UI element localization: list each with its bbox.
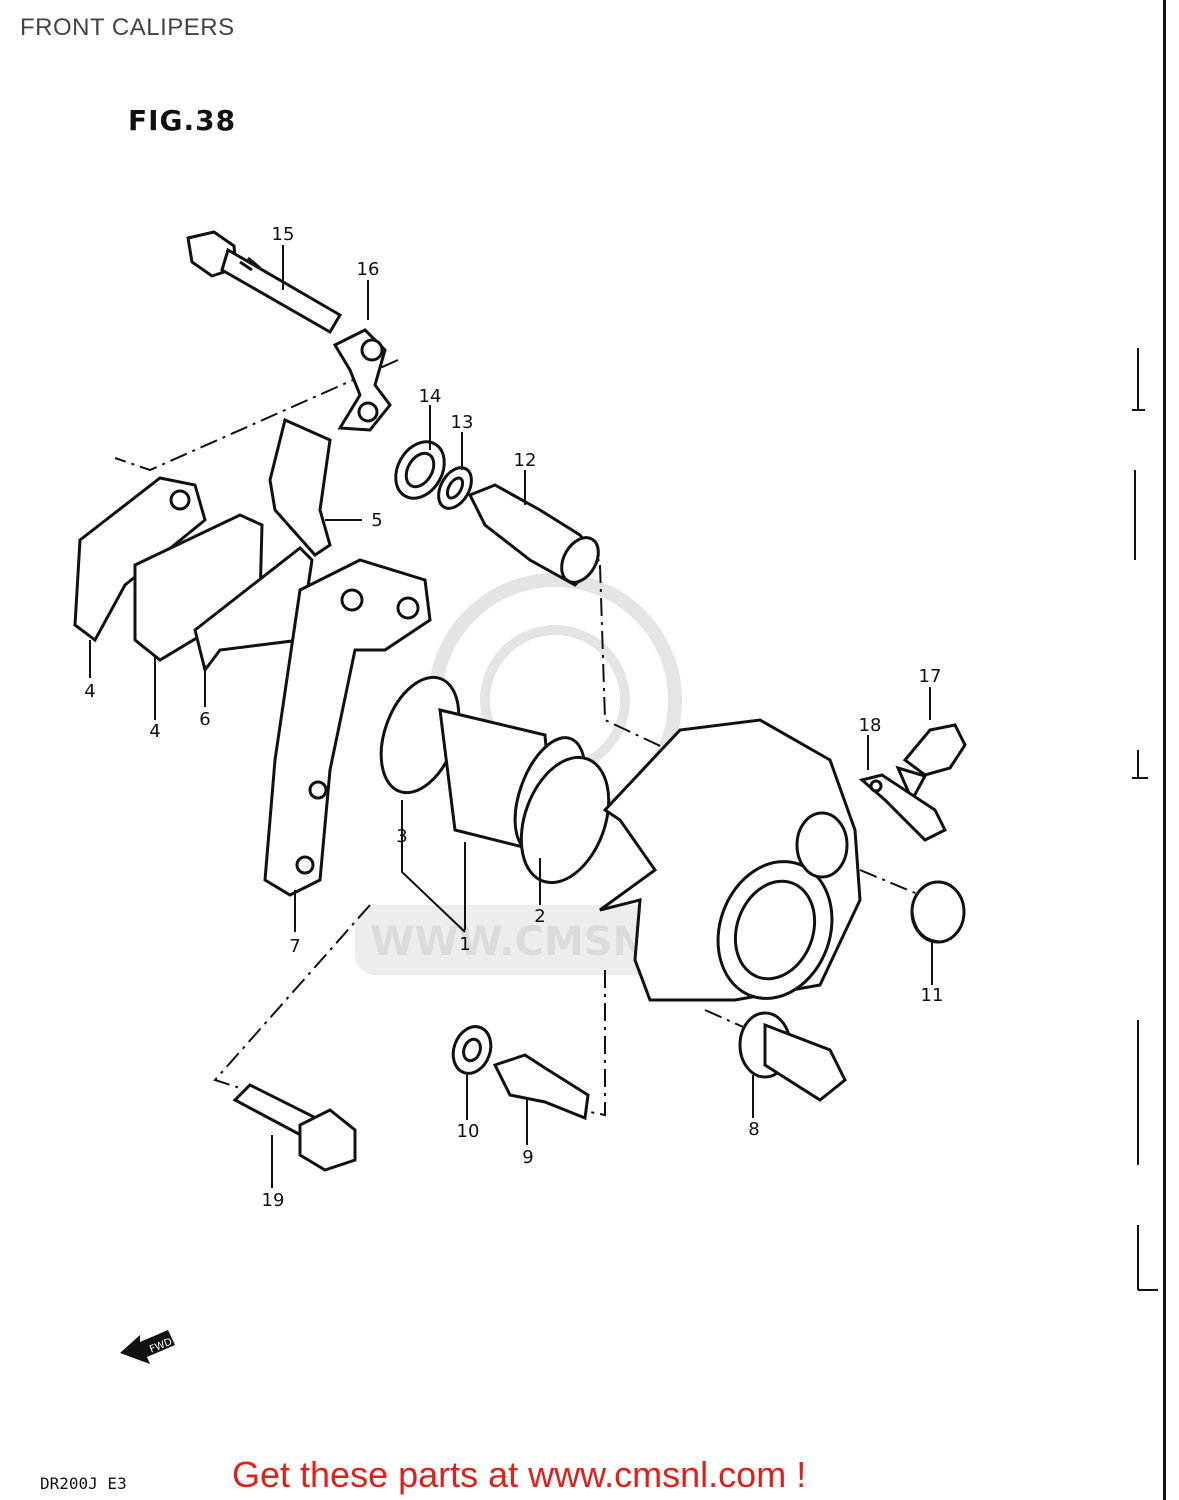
part-19-bolt	[232, 1083, 357, 1172]
callout-6: 6	[199, 709, 210, 730]
part-10-washer	[451, 1025, 493, 1075]
part-15-bolt	[186, 230, 343, 335]
callout-19: 19	[262, 1190, 285, 1211]
part-18-cap	[858, 773, 948, 842]
shop-link[interactable]: Get these parts at www.cmsnl.com !	[232, 1454, 807, 1495]
callout-1: 1	[459, 934, 470, 955]
callout-15: 15	[272, 224, 295, 245]
callout-11: 11	[921, 985, 944, 1006]
part-2-seal	[519, 755, 611, 885]
page-title: FRONT CALIPERS	[20, 14, 235, 41]
callout-13: 13	[451, 412, 474, 433]
callout-18: 18	[859, 715, 882, 736]
callout-8: 8	[748, 1119, 759, 1140]
callout-7: 7	[289, 936, 300, 957]
fwd-arrow-icon: FWD	[120, 1330, 175, 1364]
callout-10: 10	[457, 1121, 480, 1142]
part-9-pin	[492, 1053, 590, 1121]
callout-9: 9	[522, 1147, 533, 1168]
figure-label: FIG.38	[128, 104, 237, 137]
callout-14: 14	[419, 386, 442, 407]
page-border-right	[1163, 0, 1166, 1500]
part-12-slide-pin	[467, 483, 600, 587]
callout-16: 16	[357, 259, 380, 280]
model-code: DR200J E3	[40, 1474, 127, 1493]
part-8-pin	[738, 1011, 847, 1102]
part-4-pads	[73, 476, 264, 662]
part-13-washer	[437, 466, 473, 510]
part-14-boot	[394, 440, 446, 500]
callout-3: 3	[396, 826, 407, 847]
callout-2: 2	[534, 906, 545, 927]
callout-17: 17	[919, 666, 942, 687]
part-17-bleeder	[895, 723, 967, 804]
callout-4b: 4	[149, 721, 160, 742]
part-11-plug	[910, 880, 966, 944]
part-5-shim	[268, 417, 332, 557]
part-16-clip	[332, 328, 392, 432]
callout-5: 5	[371, 510, 382, 531]
part-7-bracket	[263, 558, 432, 897]
caliper-body	[599, 718, 862, 1002]
callout-12: 12	[514, 450, 537, 471]
scan-marks	[1132, 348, 1158, 1291]
callout-4a: 4	[84, 681, 95, 702]
